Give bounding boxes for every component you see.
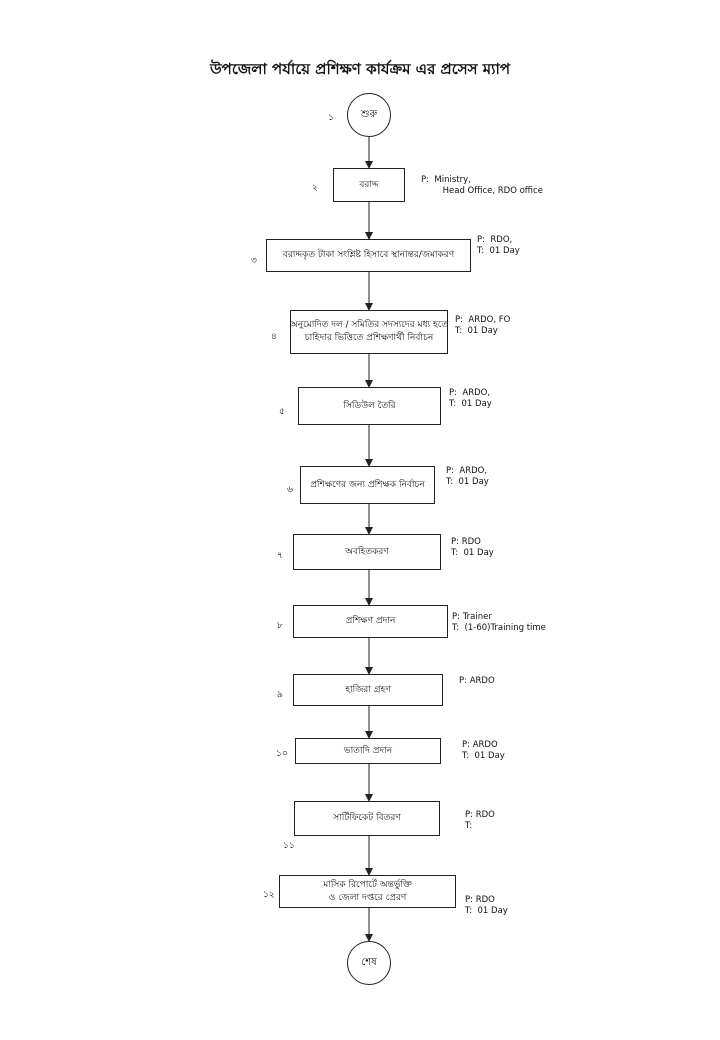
diagram-title: উপজেলা পর্যায়ে প্রশিক্ষণ কার্যক্রম এর প… (209, 60, 511, 78)
step-monthly-report: মাসিক রিপোর্টে অন্তর্ভুক্তি ও জেলা দপ্তর… (279, 875, 456, 908)
step-allowance-payment: ভাতাদি প্রদান (295, 738, 441, 764)
step-fund-transfer: বরাদ্দকৃত টাকা সংশ্লিষ্ট হিসাবে স্থানান্… (266, 239, 471, 272)
step-number-10: ১০ (276, 749, 288, 759)
step-number-start: ১ (328, 113, 334, 123)
step-number-4: ৪ (271, 332, 277, 342)
step-note-10: P: ARDO T: 01 Day (462, 740, 505, 761)
step-number-11: ১১ (283, 841, 295, 851)
step-number-12: ১২ (263, 890, 275, 900)
step-number-3: ৩ (251, 256, 257, 266)
end-node: শেষ (347, 941, 391, 985)
step-number-5: ৫ (279, 407, 285, 417)
step-number-8: ৮ (277, 621, 283, 631)
step-trainee-selection: অনুমোদিত দল / সমিতির সদস্যদের মধ্য হতে চ… (290, 310, 448, 354)
step-note-4: P: ARDO, FO T: 01 Day (455, 315, 511, 336)
step-trainer-selection: প্রশিক্ষণের জন্য প্রশিক্ষক নির্বাচন (300, 466, 435, 504)
step-notification: অবহিতকরণ (293, 534, 441, 570)
step-training-delivery: প্রশিক্ষণ প্রদান (293, 605, 448, 638)
step-attendance: হাজিরা গ্রহণ (293, 674, 443, 706)
step-number-6: ৬ (287, 485, 293, 495)
step-note-12: P: RDO T: 01 Day (465, 895, 508, 916)
step-certificate-distribution: সার্টিফিকেট বিতরণ (294, 801, 440, 836)
step-note-3: P: RDO, T: 01 Day (477, 235, 520, 256)
step-allocation: বরাদ্দ (333, 168, 405, 202)
step-number-7: ৭ (277, 551, 283, 561)
step-note-6: P: ARDO, T: 01 Day (446, 466, 489, 487)
step-note-5: P: ARDO, T: 01 Day (449, 388, 492, 409)
step-note-9: P: ARDO (459, 676, 495, 686)
step-schedule: সিডিউল তৈরি (298, 387, 441, 425)
step-number-2: ২ (312, 183, 318, 193)
start-node: শুরু (347, 93, 391, 137)
step-number-9: ৯ (277, 690, 283, 700)
step-note-8: P: Trainer T: (1-60)Training time (452, 612, 546, 633)
step-note-7: P: RDO T: 01 Day (451, 537, 494, 558)
step-note-2: P: Ministry, Head Office, RDO office (421, 175, 543, 196)
step-note-11: P: RDO T: (465, 810, 495, 831)
